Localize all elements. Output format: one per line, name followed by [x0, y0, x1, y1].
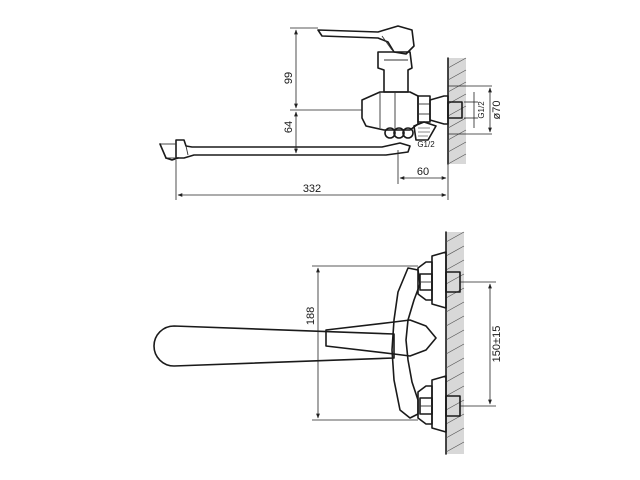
dim-spout-height: 64	[283, 111, 384, 156]
dim-thread-label: G1/2	[477, 101, 486, 119]
dim-inlet-spacing: 150±15	[460, 281, 503, 407]
dim-handle-height-label: 99	[283, 72, 295, 84]
side-spout-ring	[384, 121, 437, 141]
dim-outlet-thread-label: G1/2	[417, 140, 435, 149]
front-view: 188 150±15	[153, 231, 503, 455]
dim-body-height: 188	[305, 265, 418, 421]
front-bottom-connection	[417, 375, 461, 433]
front-mixer-body	[391, 267, 421, 419]
side-cartridge-body	[377, 51, 413, 93]
side-mixer-body	[361, 91, 419, 131]
front-spout	[153, 325, 395, 367]
front-wall	[445, 231, 465, 455]
side-eccentric	[447, 101, 463, 119]
dim-total-reach-label: 332	[303, 183, 321, 195]
dim-handle-height: 99	[283, 27, 362, 111]
side-flange	[429, 95, 449, 125]
dim-wall-offset-label: 60	[417, 166, 429, 178]
dim-total-reach: 332	[175, 160, 449, 200]
front-top-connection	[417, 251, 461, 309]
dim-thread-and-flange: G1/2 ø70 G1/2	[417, 85, 503, 149]
side-nut	[417, 95, 431, 123]
side-wall	[447, 57, 467, 165]
side-view: 99 64 60 332 G1/2	[159, 25, 503, 200]
dim-body-height-label: 188	[305, 307, 317, 325]
dim-wall-offset: 60	[397, 150, 449, 184]
dim-flange-label: ø70	[491, 101, 503, 120]
dim-spout-height-label: 64	[283, 121, 295, 133]
front-handle-lever	[325, 319, 437, 357]
dim-inlet-spacing-label: 150±15	[491, 326, 503, 363]
side-handle-lever	[317, 25, 415, 55]
